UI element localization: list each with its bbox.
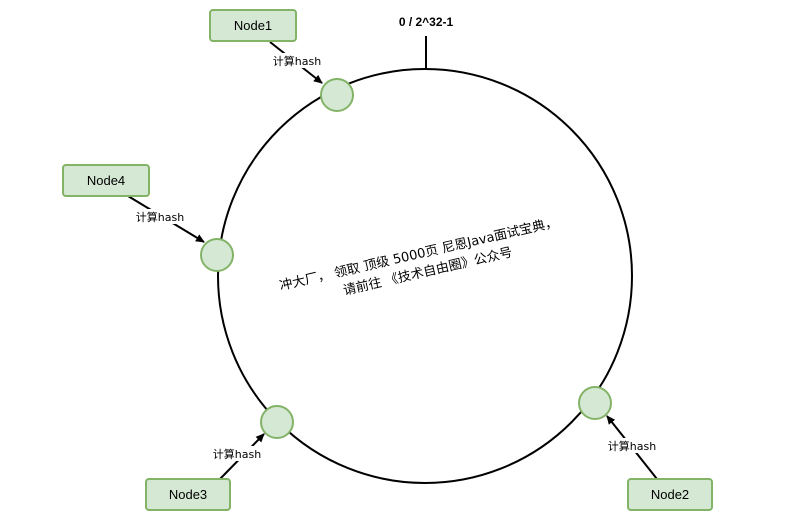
node4-hash-point[interactable]	[200, 238, 234, 272]
node3-label: Node3	[169, 487, 207, 502]
center-text-line1: 冲大厂， 领取 顶级 5000页 尼恩Java面试宝典，	[278, 215, 559, 294]
node3-hash-label: 计算hash	[210, 446, 264, 461]
svg-text:计算hash: 计算hash	[273, 54, 321, 68]
node4-label: Node4	[87, 173, 125, 188]
node2-hash-label: 计算hash	[605, 438, 659, 453]
node4-hash-label: 计算hash	[133, 209, 187, 224]
svg-text:计算hash: 计算hash	[213, 447, 261, 461]
node3-box[interactable]: Node3	[145, 478, 231, 511]
node2-label: Node2	[651, 487, 689, 502]
svg-text:计算hash: 计算hash	[136, 210, 184, 224]
svg-text:计算hash: 计算hash	[608, 439, 656, 453]
node1-box[interactable]: Node1	[209, 9, 297, 42]
ring-origin-label: 0 / 2^32-1	[399, 15, 454, 29]
node1-hash-label: 计算hash	[270, 53, 324, 68]
center-watermark-text: 冲大厂， 领取 顶级 5000页 尼恩Java面试宝典， 请前往 《技术自由圈》…	[278, 215, 559, 299]
node2-box[interactable]: Node2	[627, 478, 713, 511]
node1-hash-point[interactable]	[320, 78, 354, 112]
node2-hash-point[interactable]	[578, 386, 612, 420]
node1-label: Node1	[234, 18, 272, 33]
node3-hash-point[interactable]	[260, 405, 294, 439]
node4-box[interactable]: Node4	[62, 164, 150, 197]
